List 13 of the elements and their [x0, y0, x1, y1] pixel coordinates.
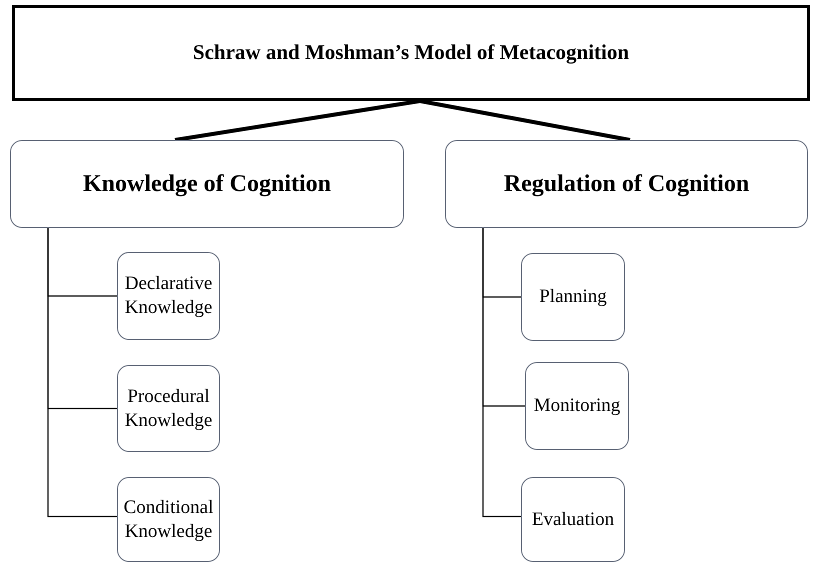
subcategory-box: Conditional Knowledge	[117, 477, 220, 562]
connector-line	[420, 99, 630, 142]
category-box: Regulation of Cognition	[445, 140, 808, 228]
connector-line	[174, 99, 420, 142]
subcategory-box: Procedural Knowledge	[117, 365, 220, 452]
subcategory-box: Monitoring	[525, 362, 629, 450]
category-box: Knowledge of Cognition	[10, 140, 404, 228]
connector-line	[482, 228, 521, 518]
connector-line	[47, 228, 117, 518]
subcategory-box: Evaluation	[521, 477, 625, 562]
subcategory-box: Declarative Knowledge	[117, 252, 220, 340]
title-box: Schraw and Moshman’s Model of Metacognition	[12, 5, 810, 101]
subcategory-box: Planning	[521, 253, 625, 341]
